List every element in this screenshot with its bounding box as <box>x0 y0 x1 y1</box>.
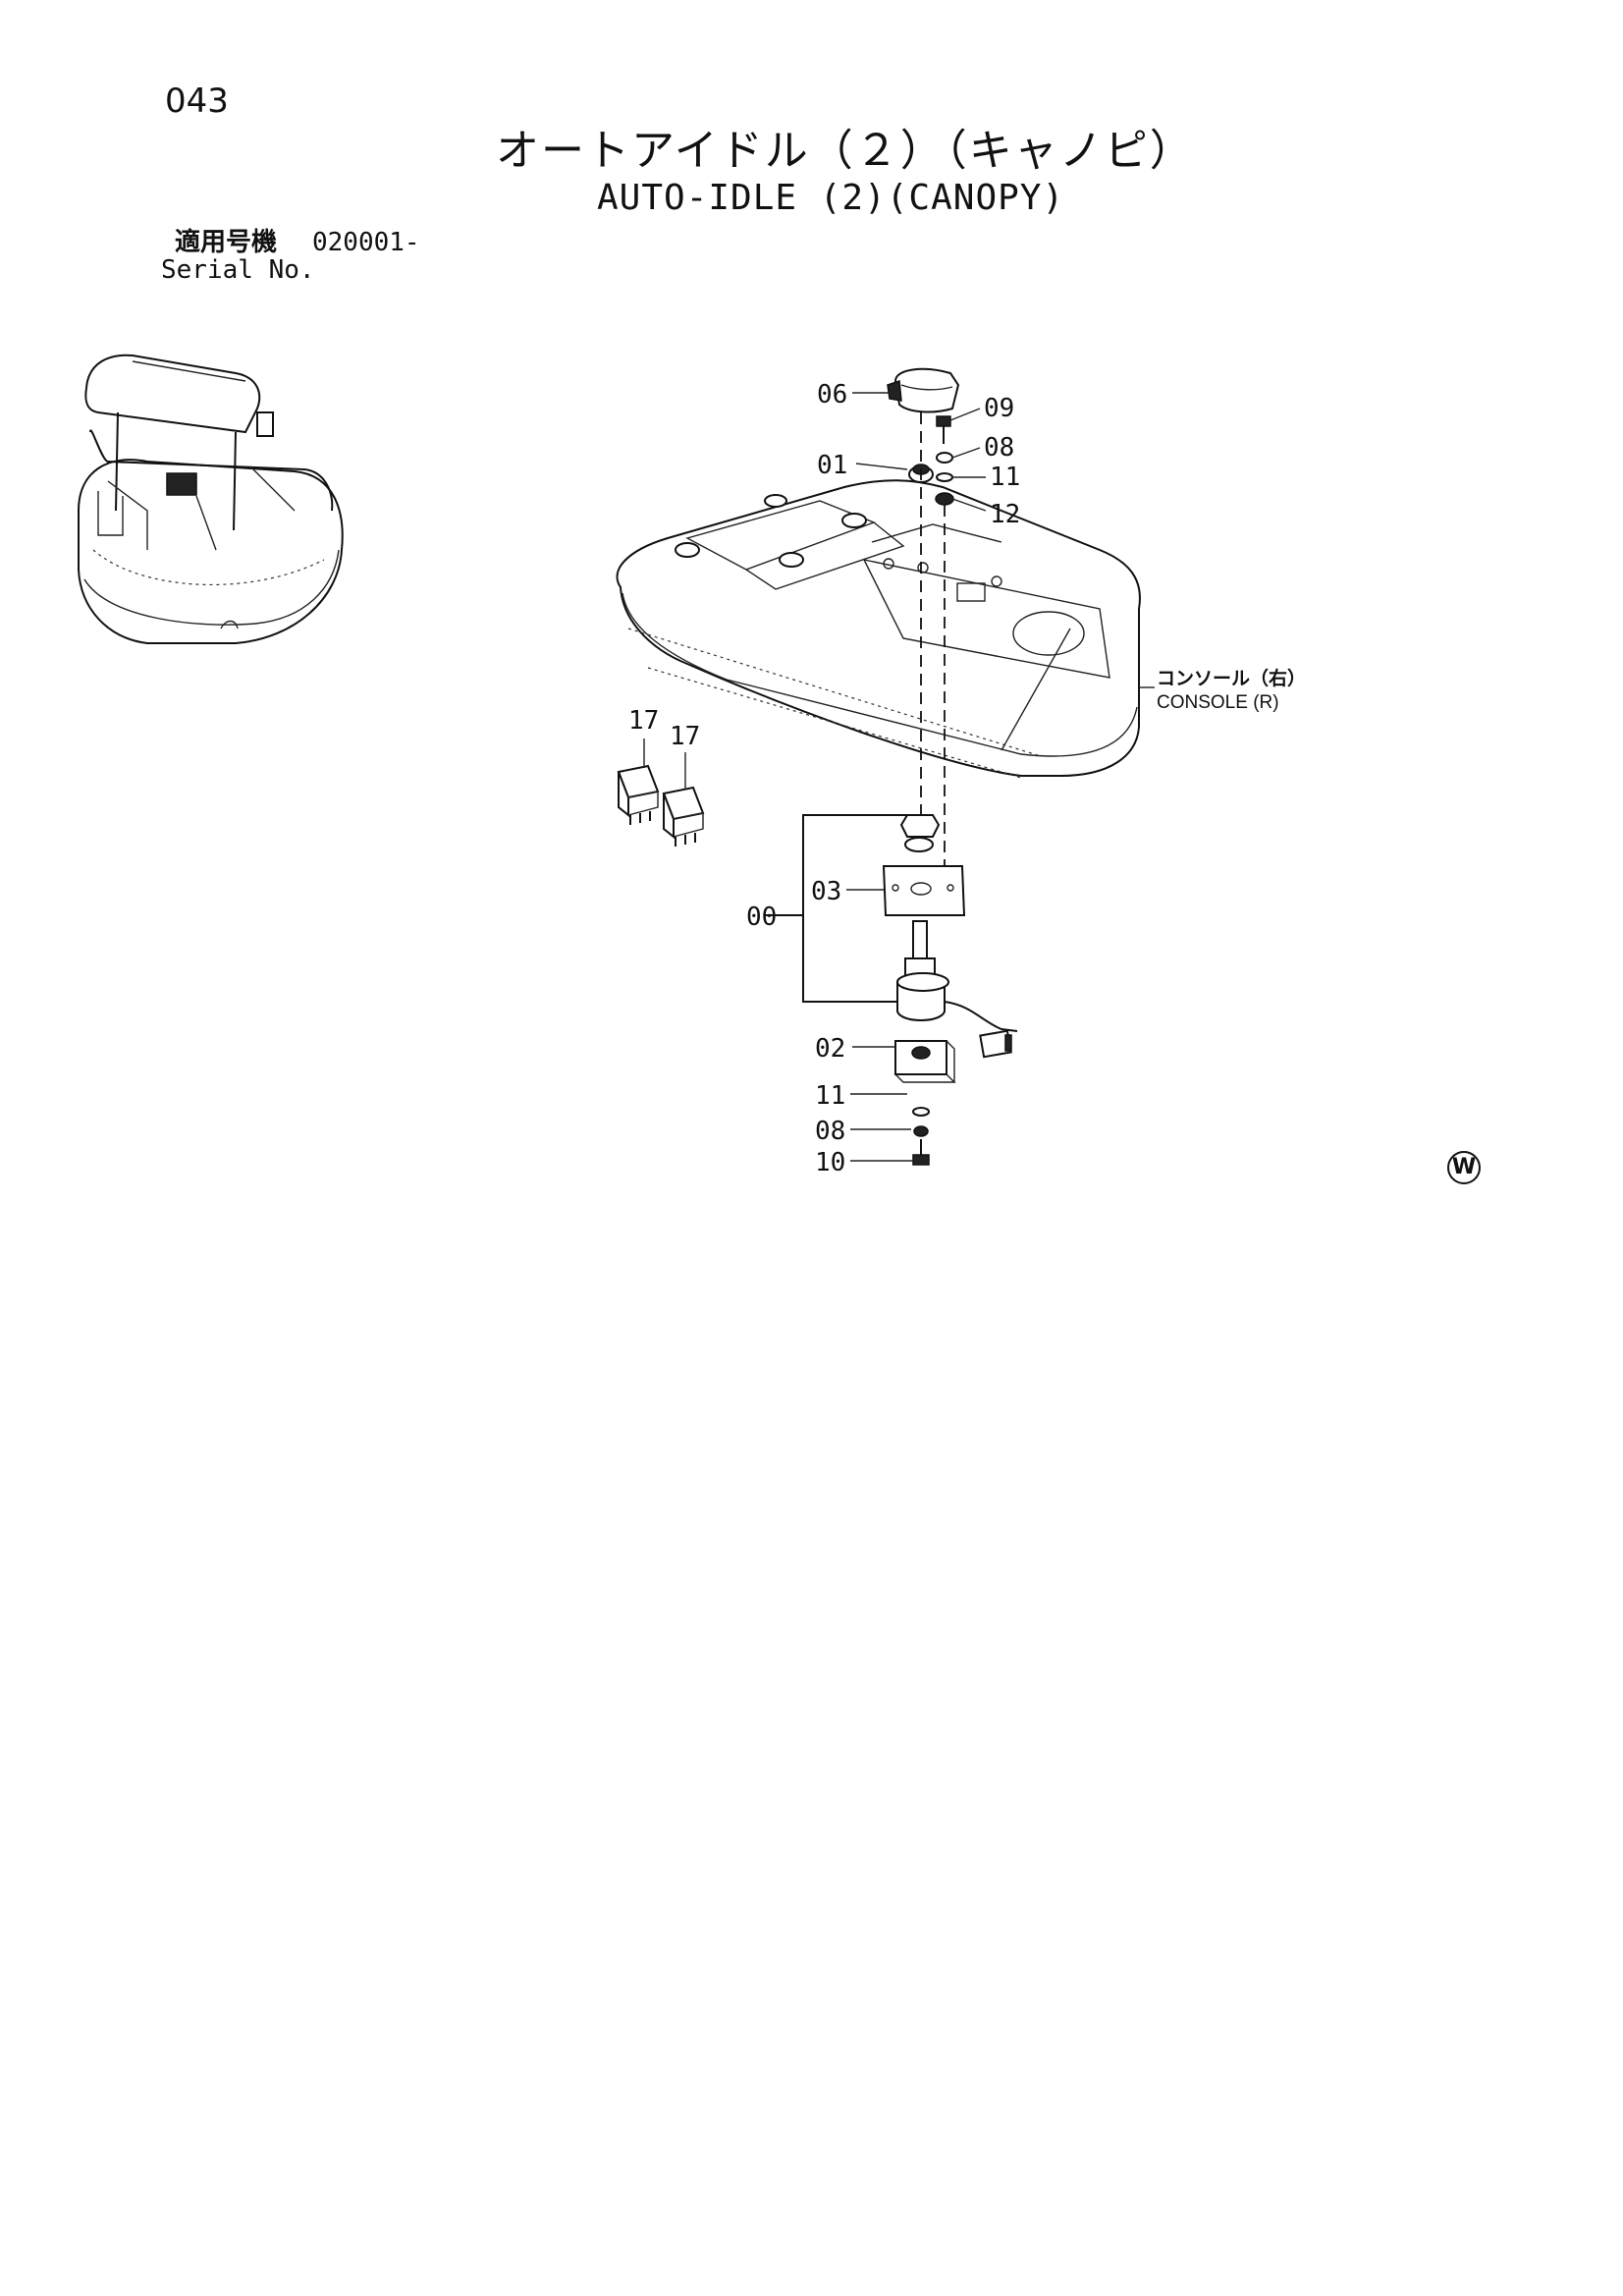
machine-overview-thumbnail <box>78 354 344 644</box>
exploded-parts-stack <box>764 367 1018 1166</box>
callout-12: 12 <box>990 500 1020 529</box>
serial-label-japanese: 適用号機 <box>175 228 278 257</box>
console-right <box>616 479 1141 779</box>
relay-pair <box>617 738 705 847</box>
callout-08: 08 <box>984 433 1014 463</box>
page-title-japanese: オートアイドル（２）（キャノピ） <box>496 126 1195 176</box>
callout-01: 01 <box>817 451 847 480</box>
page-title-english: AUTO-IDLE (2)(CANOPY) <box>597 178 1065 218</box>
callout-08-lower: 08 <box>815 1117 845 1146</box>
leader-lines <box>846 392 1155 1162</box>
callout-17-a: 17 <box>628 706 659 736</box>
callout-17-b: 17 <box>670 722 700 751</box>
console-label-japanese: コンソール（右） <box>1157 668 1307 689</box>
callout-02: 02 <box>815 1034 845 1064</box>
page-number: 043 <box>165 82 229 121</box>
console-label-english: CONSOLE (R) <box>1157 692 1279 713</box>
callout-11-lower: 11 <box>815 1081 845 1111</box>
callout-10: 10 <box>815 1148 845 1177</box>
serial-label-english: Serial No. <box>161 255 315 285</box>
callout-09: 09 <box>984 394 1014 423</box>
callout-06: 06 <box>817 380 847 410</box>
callout-00: 00 <box>746 902 777 932</box>
circled-w-mark: W <box>1447 1151 1481 1184</box>
serial-value: 020001- <box>312 228 420 257</box>
callout-11: 11 <box>990 463 1020 492</box>
callout-labels: 06 09 08 01 11 12 17 17 03 00 02 11 08 1… <box>628 380 1020 1177</box>
callout-03: 03 <box>811 877 841 906</box>
